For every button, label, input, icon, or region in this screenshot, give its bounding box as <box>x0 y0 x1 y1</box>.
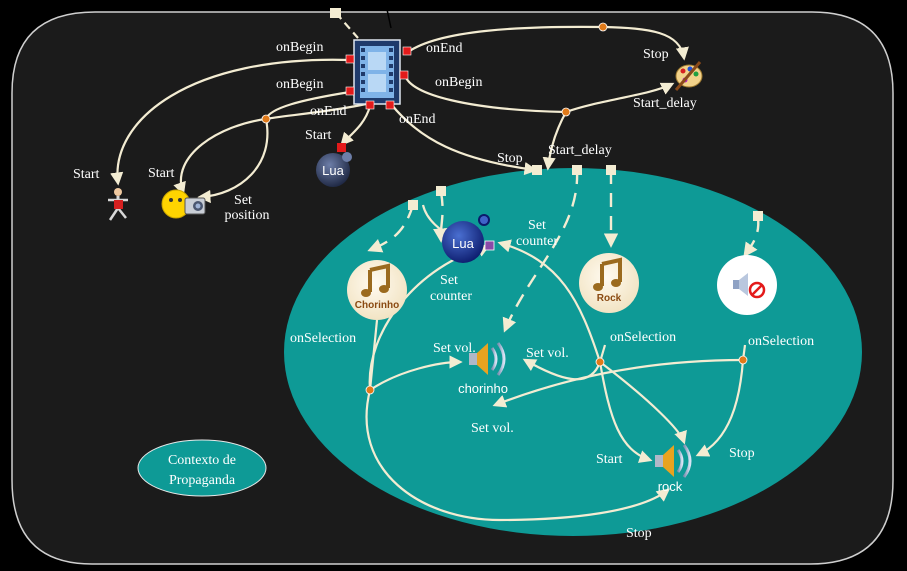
chorinho-button-label: Chorinho <box>355 300 399 311</box>
label-stop-rock-1: Stop <box>729 446 755 461</box>
label-set-counter-right-1: Set <box>528 218 546 233</box>
label-set-position-2: position <box>224 208 269 223</box>
label-set-vol-2: Set vol. <box>526 346 569 361</box>
film-strip-icon <box>360 46 394 98</box>
label-start-delay-paint: Start_delay <box>633 96 697 111</box>
propaganda-context[interactable]: Contexto de Propaganda <box>137 439 267 497</box>
label-onend-3: onEnd <box>399 112 436 127</box>
label-onbegin-1: onBegin <box>276 40 323 55</box>
mute-button-node[interactable] <box>717 255 777 315</box>
label-start-camera: Start <box>148 166 175 181</box>
label-set-vol-3: Set vol. <box>471 421 514 436</box>
mute-speaker-icon <box>733 273 766 299</box>
edge-labels: onBegin onBegin onBegin onEnd onEnd onEn… <box>73 40 814 541</box>
music-note-icon <box>593 257 622 291</box>
label-stop-paint: Stop <box>643 47 669 62</box>
audio-chorinho-label: chorinho <box>458 381 508 396</box>
camera-node[interactable] <box>161 189 206 219</box>
music-note-icon <box>361 263 390 297</box>
label-set-counter-left-1: Set <box>440 273 458 288</box>
label-onbegin-3: onBegin <box>435 75 482 90</box>
chorinho-button-node[interactable]: Chorinho <box>347 260 407 320</box>
label-set-counter-left-2: counter <box>430 289 472 304</box>
propaganda-context-label-2: Propaganda <box>169 473 236 488</box>
label-onselection-1: onSelection <box>290 331 356 346</box>
audio-chorinho-node[interactable]: chorinho <box>458 342 508 396</box>
label-onbegin-2: onBegin <box>276 77 323 92</box>
label-set-counter-right-2: counter <box>516 234 558 249</box>
paint-node[interactable] <box>674 61 703 91</box>
label-onend-2: onEnd <box>310 104 347 119</box>
label-stop-context: Stop <box>497 151 523 166</box>
label-start-delay-context: Start_delay <box>548 143 612 158</box>
inner-context-ellipse <box>284 168 862 536</box>
mannequin-icon <box>108 188 128 221</box>
label-set-vol-1: Set vol. <box>433 341 476 356</box>
rock-button-node[interactable]: Rock <box>579 253 639 313</box>
outer-edges <box>110 0 689 204</box>
rock-button-label: Rock <box>597 293 622 304</box>
lua-icon: Lua <box>452 236 474 251</box>
label-onselection-3: onSelection <box>748 334 814 349</box>
label-onselection-2: onSelection <box>610 330 676 345</box>
audio-rock-node[interactable]: rock <box>655 444 692 494</box>
lua-inner-node[interactable]: Lua <box>442 214 490 263</box>
audio-rock-label: rock <box>658 479 683 494</box>
label-set-position-1: Set <box>234 193 252 208</box>
label-stop-rock-2: Stop <box>626 526 652 541</box>
ports[interactable] <box>330 8 763 251</box>
paint-palette-icon <box>674 61 703 91</box>
inner-edges <box>365 169 760 522</box>
label-start-rock: Start <box>596 452 623 467</box>
lua-top-node[interactable]: Lua <box>316 152 352 187</box>
video-node[interactable] <box>345 39 412 110</box>
junctions <box>261 22 748 395</box>
label-start-actor: Start <box>73 167 100 182</box>
label-start-lua: Start <box>305 128 332 143</box>
actor-node[interactable] <box>108 188 128 221</box>
propaganda-context-label-1: Contexto de <box>168 453 236 468</box>
speaker-icon <box>655 444 692 478</box>
lua-icon: Lua <box>322 163 344 178</box>
speaker-icon <box>469 342 506 376</box>
camera-icon <box>161 189 206 219</box>
label-onend-1: onEnd <box>426 41 463 56</box>
